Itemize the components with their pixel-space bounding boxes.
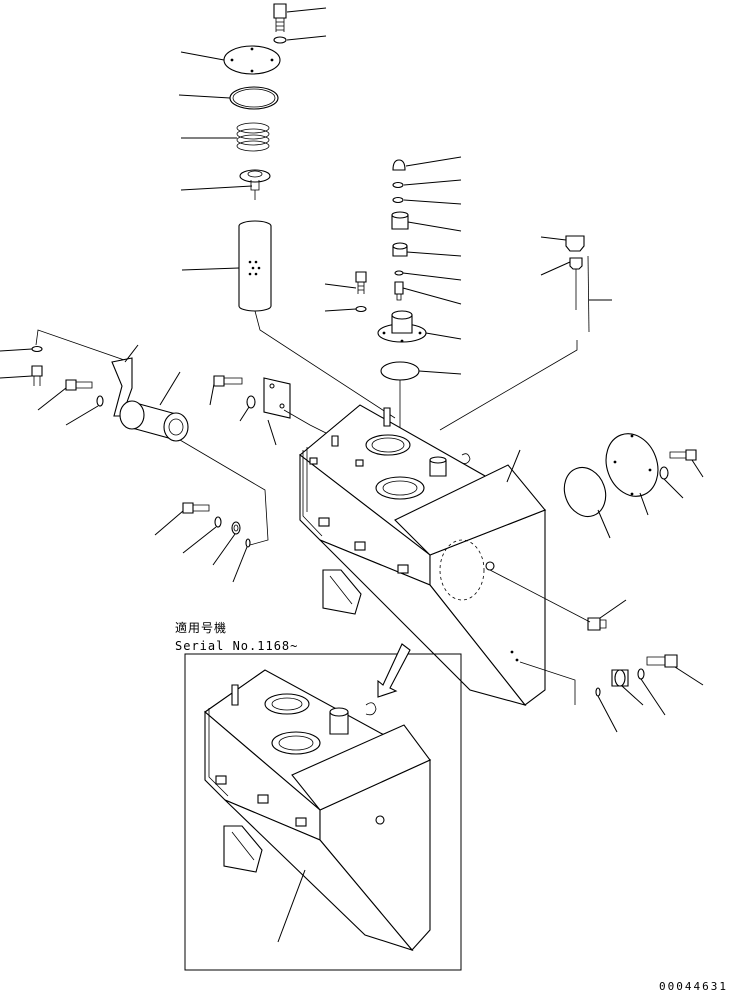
o-ring-top (178, 86, 279, 110)
drain-valve (611, 669, 644, 706)
washer-r1 (659, 466, 684, 499)
applicable-label: 適用号機 (175, 620, 227, 635)
filter-cartridge (119, 371, 189, 442)
washer-top (273, 35, 327, 44)
washer-r2 (637, 668, 666, 716)
hydraulic-tank-serial (204, 669, 432, 952)
washer-c1 (392, 179, 462, 189)
serial-inset-frame (184, 653, 462, 971)
bolt-top (273, 3, 327, 32)
spacer (391, 211, 462, 232)
washer-c3 (324, 305, 367, 313)
bolt-l3 (209, 375, 243, 406)
nut-c (392, 242, 462, 257)
gauge-stick (439, 255, 612, 431)
washer-l1 (0, 345, 43, 353)
bolt-l4 (154, 502, 210, 536)
bolt-r1 (669, 449, 704, 478)
serial-label: Serial No.1168~ (175, 639, 298, 653)
washer-l5 (212, 521, 241, 566)
valve-assembly (180, 169, 271, 200)
cover-plate (180, 45, 281, 75)
filter-element (181, 220, 272, 312)
mount-plate (263, 377, 337, 446)
bolt-r2 (646, 654, 704, 686)
direction-arrow (377, 643, 411, 698)
drawing-code: 00044631 (659, 980, 728, 993)
drain-plug (489, 569, 627, 631)
cap-nut (392, 156, 462, 171)
spring (181, 122, 270, 152)
o-ring-small (394, 270, 462, 281)
washer-l3 (239, 395, 256, 422)
plug-c (394, 281, 462, 305)
washer-l4 (182, 516, 222, 554)
hydraulic-tank-main (299, 404, 547, 706)
bolt-l2 (37, 379, 93, 411)
bolt-c (324, 271, 367, 294)
o-ring-r (519, 661, 618, 733)
gasket-right (563, 466, 611, 539)
washer-l2 (65, 395, 104, 426)
gasket-c (380, 361, 462, 381)
washer-c2 (392, 196, 462, 205)
bolt-l1 (0, 365, 43, 386)
cover-right (605, 433, 659, 516)
o-ring-l (232, 538, 251, 583)
filler-neck-flange (377, 310, 462, 343)
gauge-cap (540, 235, 585, 252)
